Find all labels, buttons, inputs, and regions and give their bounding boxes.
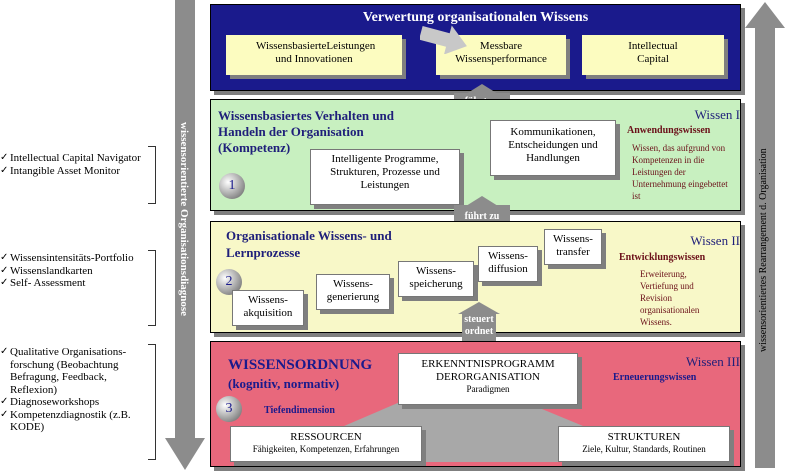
- leistungen-box: WissensbasierteLeistungen und Innovation…: [226, 35, 402, 75]
- step-diffusion-box: Wissens-diffusion: [478, 246, 538, 282]
- wissen-1-title: Wissen I: [694, 107, 740, 122]
- tool-item: Kompetenzdiagnostik (z.B. KODE): [0, 409, 153, 434]
- right-arrow-label: wissensorientiertes Rearrangement d. Org…: [758, 148, 769, 352]
- step-transfer-box: Wissens-transfer: [544, 229, 602, 265]
- wissen-2-subtitle: Entwicklungswissen: [619, 252, 706, 263]
- step-speicherung-box: Wissens-speicherung: [398, 261, 474, 297]
- tool-item: Intangible Asset Monitor: [0, 165, 151, 178]
- steuert-ordnet-label: steuert ordnet: [462, 314, 496, 338]
- verhalten-title: Wissensbasiertes Verhalten und Handeln d…: [218, 108, 395, 155]
- ressourcen-subtitle: Fähigkeiten, Kompetenzen, Erfahrungen: [252, 444, 400, 454]
- kommunikationen-box: Kommunikationen, Entscheidungen und Hand…: [490, 120, 616, 176]
- bracket-2: [148, 250, 156, 326]
- wissen-1-description: Wissen, das aufgrund von Kompetenzen in …: [632, 143, 728, 201]
- step-akquisition-box: Wissens-akquisition: [232, 290, 304, 326]
- ressourcen-box: RESSOURCEN Fähigkeiten, Kompetenzen, Erf…: [230, 426, 422, 462]
- wissen-2-description: Erweiterung, Vertiefung und Revision org…: [640, 269, 700, 327]
- step-generierung-box: Wissens-generierung: [316, 274, 390, 310]
- tool-item: Self- Assessment: [0, 277, 151, 290]
- wissen-3-subtitle: Erneuerungswissen: [613, 372, 697, 383]
- wissensordnung-title: WISSENSORDNUNG: [228, 357, 373, 373]
- tool-item: Qualitative Organisations-forschung (Beo…: [0, 346, 153, 396]
- ressourcen-title: RESSOURCEN: [290, 431, 362, 443]
- tool-item: Intellectual Capital Navigator: [0, 152, 151, 165]
- tool-list-3: Qualitative Organisations-forschung (Beo…: [0, 346, 153, 434]
- strukturen-title: STRUKTUREN: [607, 431, 681, 443]
- tool-item: Wissensintensitäts-Portfolio: [0, 252, 151, 265]
- intelligente-programme-box: Intelligente Programme, Strukturen, Proz…: [310, 149, 460, 205]
- wissen-3-title: Wissen III: [686, 354, 740, 369]
- erkenntnisprogramm-box: ERKENNTNISPROGRAMM DERORGANISATION Parad…: [398, 353, 578, 405]
- strukturen-box: STRUKTUREN Ziele, Kultur, Standards, Rou…: [558, 426, 730, 462]
- verwertung-title: Verwertung organisationalen Wissens: [362, 10, 589, 25]
- intellectual-capital-box: Intellectual Capital: [582, 35, 724, 75]
- erkenntnisprogramm-subtitle: Paradigmen: [466, 384, 510, 394]
- diagonal-arrow-icon: [420, 25, 467, 54]
- fuehrt-zu-label-2: führt zu: [454, 211, 510, 223]
- number-1-badge: 1: [219, 173, 245, 199]
- tool-item: Diagnoseworkshops: [0, 396, 153, 409]
- tool-item: Wissenslandkarten: [0, 265, 151, 278]
- wissen-2-title: Wissen II: [690, 233, 740, 248]
- tiefendimension-label: Tiefendimension: [264, 405, 335, 416]
- bracket-3: [148, 344, 156, 460]
- left-down-arrow: [165, 0, 205, 470]
- bracket-1: [148, 146, 156, 204]
- lernprozesse-title: Organisationale Wissens- und Lernprozess…: [226, 228, 392, 260]
- wissensordnung-subtitle: (kognitiv, normativ): [228, 376, 340, 391]
- right-up-arrow: [745, 2, 785, 468]
- number-3-badge: 3: [216, 396, 242, 422]
- tool-list-1: Intellectual Capital Navigator Intangibl…: [0, 152, 151, 178]
- strukturen-subtitle: Ziele, Kultur, Standards, Routinen: [582, 444, 706, 454]
- tool-list-2: Wissensintensitäts-Portfolio Wissensland…: [0, 252, 151, 290]
- wissen-1-subtitle: Anwendungswissen: [627, 125, 711, 136]
- left-arrow-label: wissensorientierte Organisationsdiagnose: [178, 121, 190, 317]
- erkenntnisprogramm-title: ERKENNTNISPROGRAMM DERORGANISATION: [421, 358, 555, 383]
